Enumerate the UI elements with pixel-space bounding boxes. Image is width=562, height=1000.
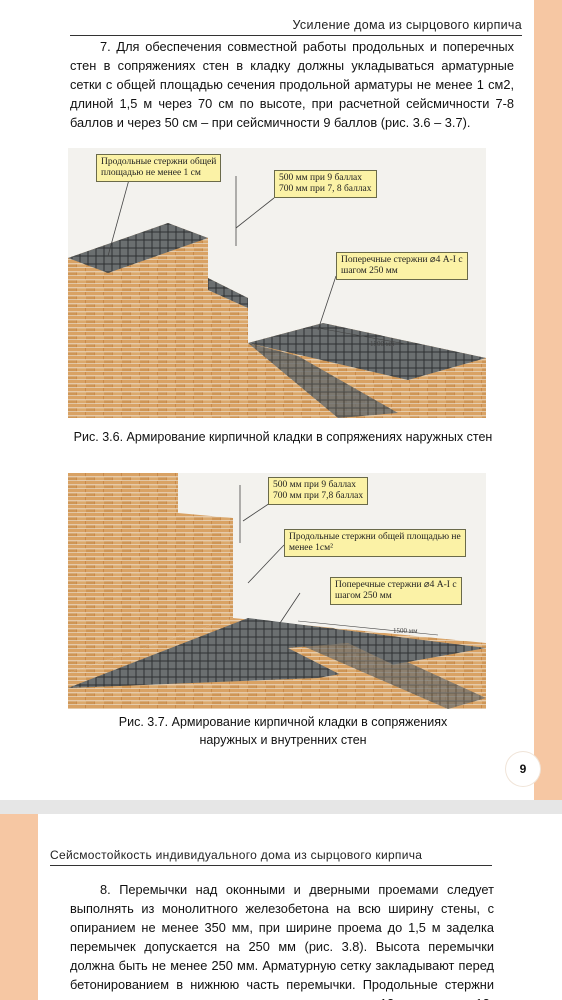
running-header: Усиление дома из сырцового кирпича [292, 18, 522, 32]
callout-vertical-spacing: 500 мм при 9 баллах 700 мм при 7, 8 балл… [274, 170, 377, 198]
brick-wall-illustration-1 [68, 175, 486, 418]
callout-longitudinal-bars: Продольные стержни общей площадью не мен… [96, 154, 222, 182]
callout-vertical-spacing: 500 мм при 9 баллах 700 мм при 7,8 балла… [268, 477, 369, 505]
running-header: Сейсмостойкость индивидуального дома из … [50, 848, 423, 862]
paragraph-7-text: 7. Для обеспечения совместной работы про… [70, 39, 514, 130]
figure-3-6-illustration: Продольные стержни общей площадью не мен… [68, 148, 486, 418]
figure-3-7-caption-line-1: Рис. 3.7. Армирование кирпичной кладки в… [118, 715, 448, 729]
dimension-label: 1500 мм [393, 627, 418, 635]
dimension-label: 1500 мм [370, 340, 395, 348]
header-rule [70, 35, 522, 36]
paragraph-8: 8. Перемычки над оконными и дверными про… [70, 880, 494, 1000]
paragraph-7: 7. Для обеспечения совместной работы про… [70, 37, 514, 132]
figure-3-7-caption-line-2: наружных и внутренних стен [199, 733, 367, 747]
figure-3-7-illustration: 500 мм при 9 баллах 700 мм при 7,8 балла… [68, 473, 486, 709]
header-rule [50, 865, 492, 866]
document-page-9: Усиление дома из сырцового кирпича 7. Дл… [0, 0, 562, 800]
callout-transverse-bars: Поперечные стержни ⌀4 А-I с шагом 250 мм [330, 577, 462, 605]
paragraph-8-text: 8. Перемычки над оконными и дверными про… [70, 882, 494, 1000]
page-number: 9 [506, 752, 540, 786]
page-accent-stripe [534, 0, 562, 800]
brick-wall-illustration-2 [68, 473, 486, 709]
figure-3-6-caption: Рис. 3.6. Армирование кирпичной кладки в… [73, 430, 493, 444]
page-accent-stripe [0, 814, 38, 1000]
callout-longitudinal-bars: Продольные стержни общей площадью не мен… [284, 529, 466, 557]
document-page-10: Сейсмостойкость индивидуального дома из … [0, 814, 562, 1000]
callout-transverse-bars: Поперечные стержни ⌀4 А-I с шагом 250 мм [336, 252, 468, 280]
